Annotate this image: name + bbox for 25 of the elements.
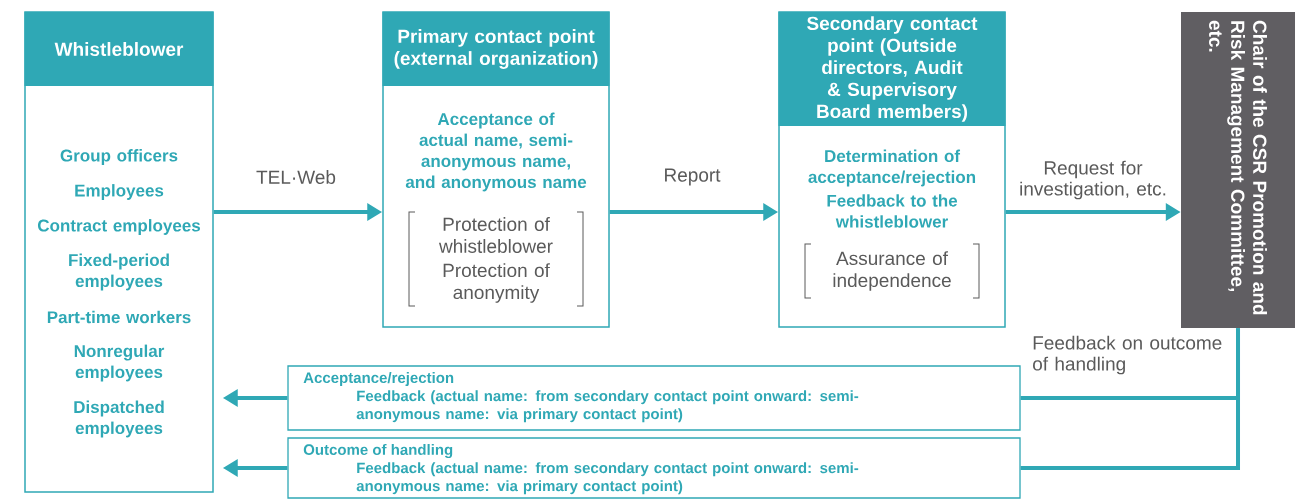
committee-box: Chair of the CSR Promotion and Risk Management Committee, etc.	[1181, 12, 1295, 328]
entry-text: Employees	[75, 184, 164, 200]
entry-text: Fixed-period employees	[69, 253, 169, 291]
edge-label: Request for investigation, etc.	[1020, 160, 1166, 200]
band-text: Feedback (actual name: from secondary contact point onward: semi-anonymous name: via primary contact point)	[356, 462, 859, 495]
edge-label: Feedback on outcome of handling	[1033, 335, 1222, 375]
band-heading: Outcome of handling	[303, 444, 453, 459]
entry-text: Feedback to the whistleblower	[827, 194, 958, 228]
box-header: Primary contact point (external organization)	[382, 12, 610, 86]
band-heading: Acceptance/rejection	[303, 372, 454, 386]
entry-text: Nonregular employees	[74, 344, 165, 382]
entry-text: Determination of acceptance/rejection	[808, 149, 976, 187]
entry-text: Dispatched employees	[74, 400, 164, 438]
entry-text: Part-time workers	[47, 310, 191, 324]
box-header: Whistleblower	[24, 12, 214, 86]
band-text: Feedback (actual name: from secondary contact point onward: semi-anonymous name: via primary contact point)	[356, 390, 859, 423]
box-header: Secondary contact point (Outside directors, Audit & Supervisory Board members)	[778, 12, 1006, 126]
note-text: Protection of whistleblower	[438, 217, 553, 253]
entry-text: Acceptance of actual name, semi-anonymous name, and anonymous name	[405, 112, 587, 192]
edge-label: TEL·Web	[256, 170, 336, 184]
entry-text: Group officers	[60, 149, 178, 165]
edge-label: Report	[665, 168, 721, 186]
entry-text: Contract employees	[37, 219, 200, 235]
note-text: Protection of anonymity	[443, 263, 550, 303]
note-text: Assurance of independence	[833, 251, 951, 291]
